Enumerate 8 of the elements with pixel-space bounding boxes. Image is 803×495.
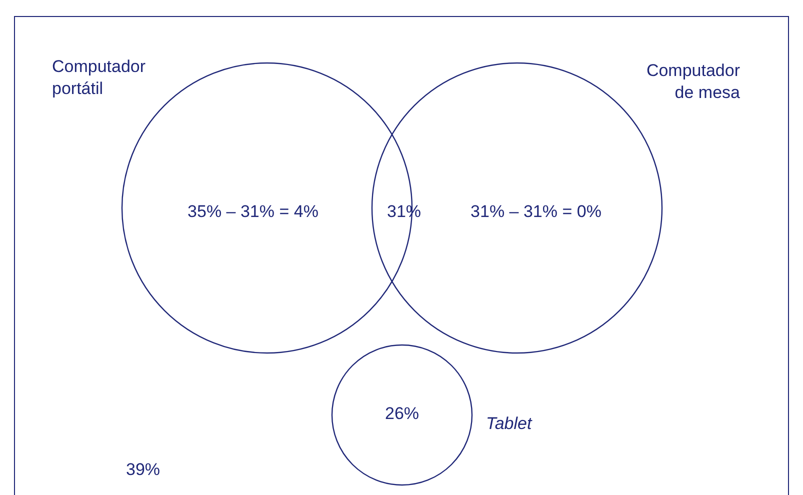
region-value: 26%: [384, 403, 420, 425]
set-heading: Computador de mesa: [645, 60, 740, 104]
region-value: 31% – 31% = 0%: [470, 201, 602, 223]
set-heading: Computador portátil: [52, 56, 147, 100]
venn-circle: [331, 344, 473, 486]
region-value: 39%: [126, 459, 160, 481]
set-caption: Tablet: [486, 413, 532, 435]
region-value: 35% – 31% = 4%: [188, 201, 318, 223]
